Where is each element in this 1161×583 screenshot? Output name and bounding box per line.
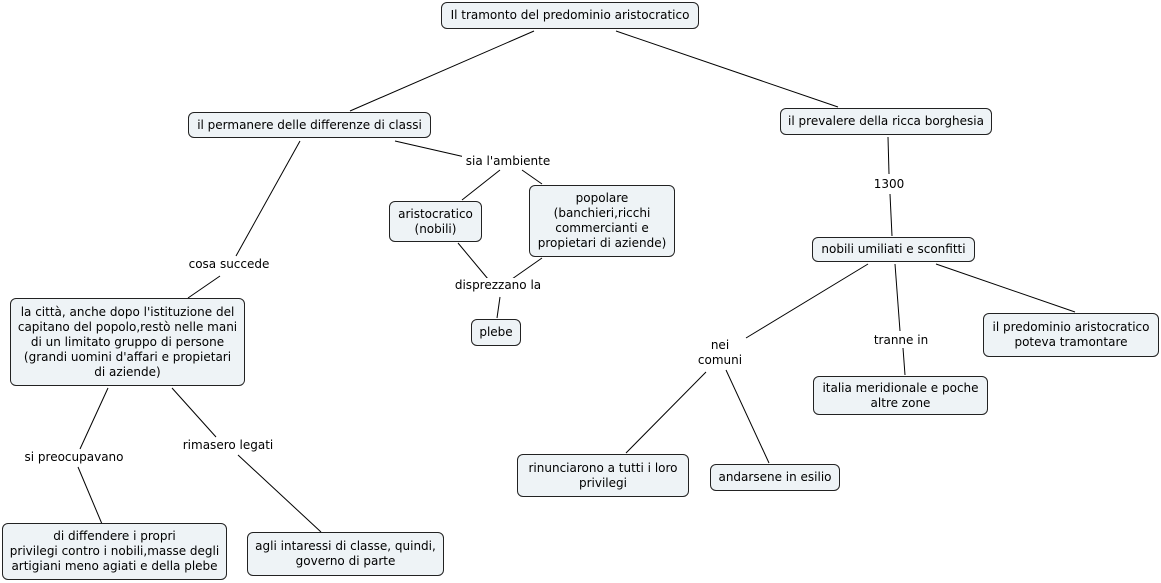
node-nobili-umiliati[interactable]: nobili umiliati e sconfitti <box>812 237 975 262</box>
node-permanere-differenze[interactable]: il permanere delle differenze di classi <box>188 112 431 138</box>
node-esilio[interactable]: andarsene in esilio <box>710 464 840 491</box>
node-citta[interactable]: la città, anche dopo l'istituzione del c… <box>10 298 245 386</box>
link-label-rimasero-legati: rimasero legati <box>179 438 277 453</box>
node-plebe[interactable]: plebe <box>471 319 521 346</box>
link-label-sia-ambiente: sia l'ambiente <box>462 154 554 169</box>
link-label-tranne-in: tranne in <box>868 333 934 348</box>
link-label-cosa-succede: cosa succede <box>186 257 272 272</box>
node-prevalere-borghesia[interactable]: il prevalere della ricca borghesia <box>780 108 992 135</box>
node-difendere-privilegi[interactable]: di diffendere i propri privilegi contro … <box>2 523 227 580</box>
link-label-disprezzano: disprezzano la <box>452 278 544 293</box>
node-rinunciarono[interactable]: rinunciarono a tutti i loro privilegi <box>517 454 689 497</box>
link-label-nei-comuni: nei comuni <box>694 338 746 368</box>
link-label-1300: 1300 <box>871 177 907 192</box>
node-interessi-classe[interactable]: agli intaressi di classe, quindi, govern… <box>247 532 444 576</box>
node-aristocratico[interactable]: aristocratico (nobili) <box>389 201 482 242</box>
link-label-si-preoccupavano: si preocupavano <box>21 450 127 465</box>
node-root[interactable]: Il tramonto del predominio aristocratico <box>441 2 699 29</box>
node-italia-meridionale[interactable]: italia meridionale e poche altre zone <box>813 376 988 415</box>
node-predominio-tramontare[interactable]: il predominio aristocratico poteva tramo… <box>983 313 1159 357</box>
node-popolare[interactable]: popolare (banchieri,ricchi commercianti … <box>529 185 675 257</box>
